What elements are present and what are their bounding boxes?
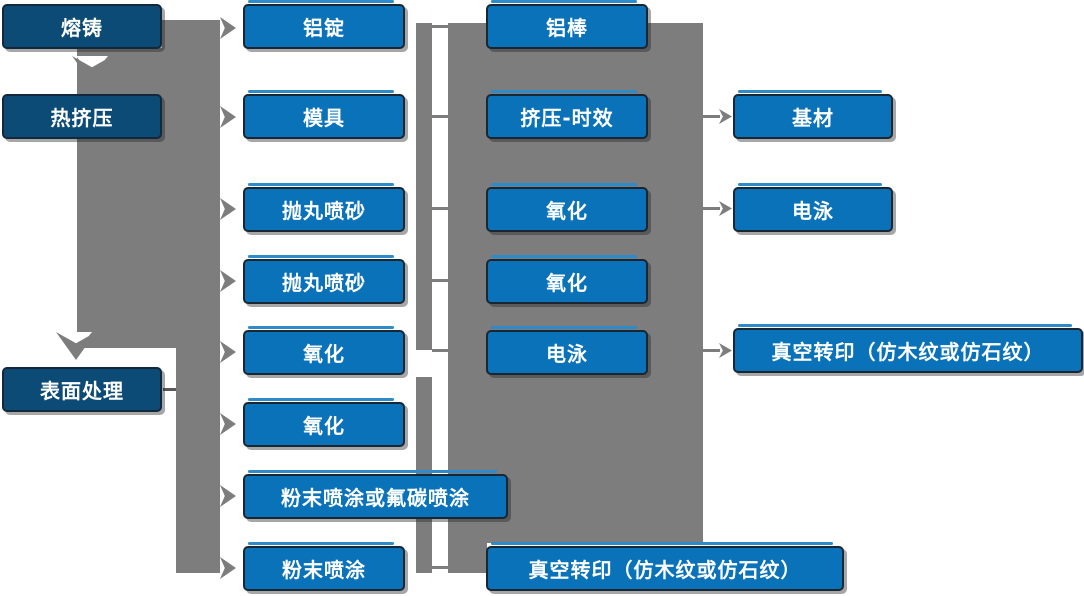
flow-node-label: 模具 [303,106,345,130]
stub-to-vacuum-transfer [703,349,720,352]
flow-node-label: 粉末喷涂 [282,558,366,582]
arrow-to-electrophoresis [719,201,732,216]
tie-line-row2 [432,115,448,118]
connector-mid-bar-upper [416,23,432,350]
arrow-to-oxidation-2 [220,413,236,435]
flow-node-shot-blasting-2: 抛丸喷砂 [243,255,405,304]
flow-node-shot-blasting-1: 抛丸喷砂 [243,183,405,232]
tie-line-row8 [432,566,448,569]
flow-node-powder-or-fluorocarbon-spraying: 粉末喷涂或氟碳喷涂 [243,470,508,519]
flow-node-mold: 模具 [243,90,405,139]
flow-node-label: 氧化 [303,342,345,366]
flow-node-electrophoresis-1: 电泳 [486,326,648,375]
arrow-to-shot-blasting-1 [220,198,236,220]
connector-top-bar [162,20,220,50]
flow-node-label: 粉末喷涂或氟碳喷涂 [281,486,470,510]
flow-node-aluminum-ingot: 铝锭 [243,0,405,49]
flow-node-surface-treatment: 表面处理 [2,367,162,412]
flow-node-oxidation-1: 氧化 [243,326,405,375]
flow-node-electrophoresis-2: 电泳 [733,183,893,232]
connector-main-block-leg [448,543,487,573]
flow-node-hot-extrusion: 热挤压 [2,94,162,139]
flow-node-extrusion-aging: 挤压-时效 [486,90,648,139]
tie-line-row5 [432,349,448,352]
tie-line-row1 [432,25,448,28]
arrow-to-vacuum-transfer [719,343,732,358]
flow-node-oxidation-2: 氧化 [243,398,405,447]
connector-left-block [77,48,220,348]
flow-node-powder-spraying: 粉末喷涂 [243,542,405,591]
arrow-to-powder-or-fluorocarbon [220,485,236,507]
arrow-down-to-surface-treatment [56,332,96,360]
stub-to-electrophoresis [703,207,720,210]
flow-node-vacuum-transfer-print-1: 真空转印（仿木纹或仿石纹） [486,542,844,591]
arrow-to-powder-spraying [220,557,236,579]
tie-line-surface-treatment [163,388,176,391]
connector-left-lower-bar [176,348,220,573]
flow-node-label: 抛丸喷砂 [282,271,366,295]
arrow-down-to-hot-extrusion [72,56,112,84]
flow-node-label: 真空转印（仿木纹或仿石纹） [528,558,802,582]
tie-line-row4 [432,279,448,282]
flow-node-label: 挤压-时效 [520,106,614,130]
arrow-to-shot-blasting-2 [220,270,236,292]
stub-to-base-material [703,115,720,118]
flow-node-label: 真空转印（仿木纹或仿石纹） [771,340,1045,364]
flow-node-label: 抛丸喷砂 [282,199,366,223]
arrow-to-mold [220,106,236,128]
flow-node-oxidation-3: 氧化 [486,183,648,232]
flow-node-oxidation-4: 氧化 [486,255,648,304]
flow-node-melting-casting: 熔铸 [2,4,162,49]
flow-node-aluminum-rod: 铝棒 [486,0,648,49]
flow-node-label: 铝锭 [303,16,345,40]
tie-line-row3 [432,207,448,210]
flow-node-label: 熔铸 [61,16,103,40]
flow-node-label: 氧化 [546,271,588,295]
flow-node-label: 氧化 [546,199,588,223]
arrow-to-aluminum-ingot [220,17,236,39]
flow-node-base-material: 基材 [733,90,893,139]
arrow-to-base-material [719,109,732,124]
flow-node-label: 氧化 [303,414,345,438]
flow-node-label: 电泳 [792,199,834,223]
flow-node-label: 铝棒 [546,16,588,40]
flow-node-vacuum-transfer-print-2: 真空转印（仿木纹或仿石纹） [733,324,1083,373]
flow-node-label: 表面处理 [40,379,124,403]
flow-node-label: 基材 [792,106,834,130]
flow-node-label: 电泳 [546,342,588,366]
flow-node-label: 热挤压 [50,106,114,130]
arrow-to-oxidation-1 [220,341,236,363]
